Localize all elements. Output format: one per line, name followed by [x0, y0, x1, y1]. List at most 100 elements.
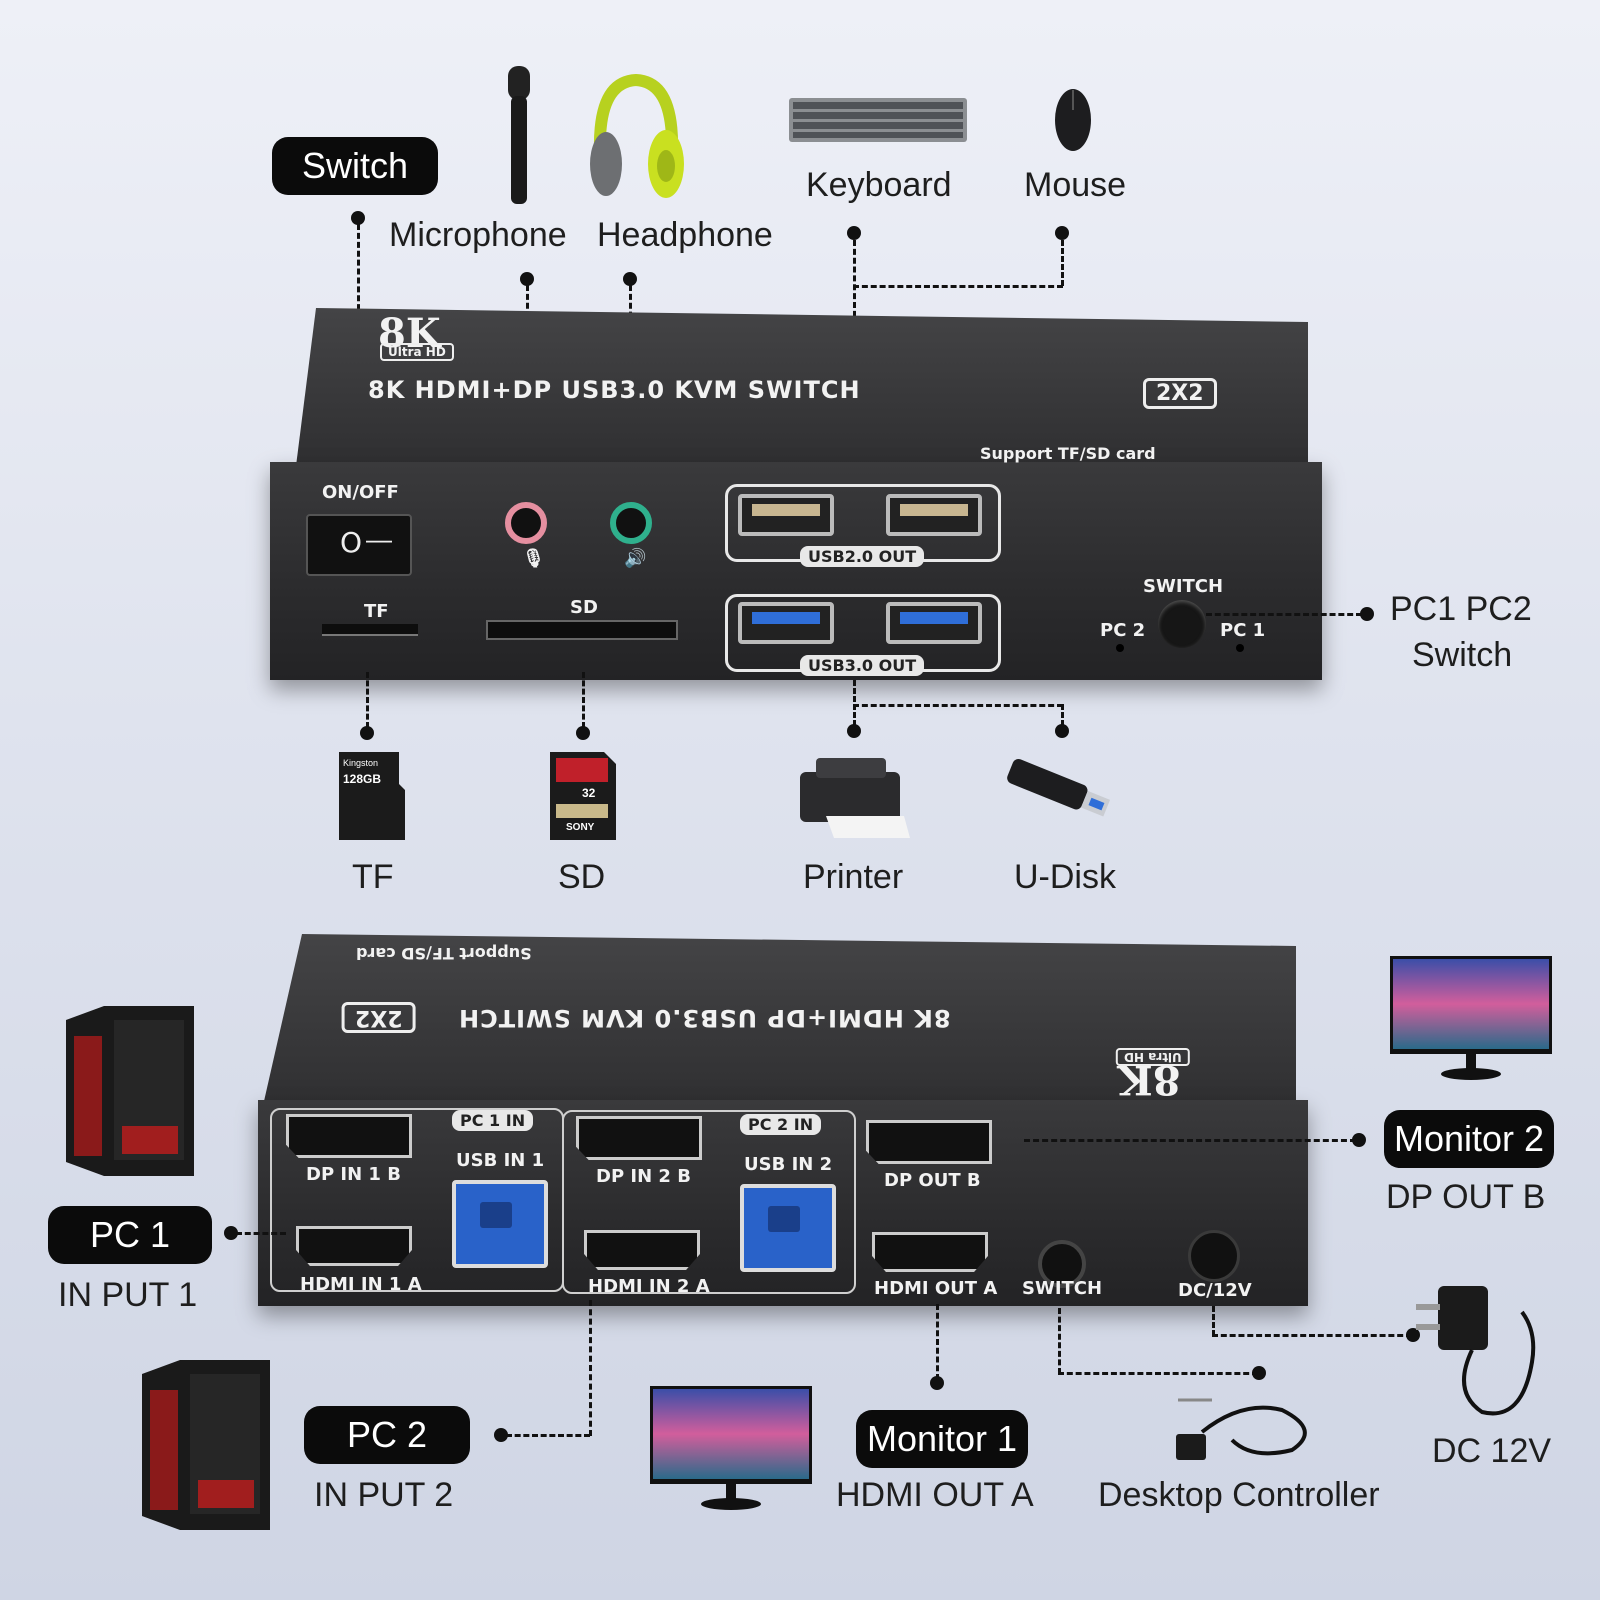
hdmi-in-2a-label: HDMI IN 2 A	[588, 1276, 710, 1297]
dc-line-h	[1212, 1334, 1412, 1337]
desktop-controller-icon	[1172, 1390, 1322, 1470]
microphone-jack[interactable]	[505, 502, 547, 544]
usb2-port-2[interactable]	[886, 494, 982, 536]
tf-dot	[360, 726, 374, 740]
tf-card-brand: Kingston	[343, 758, 379, 768]
mouse-line-down	[1061, 240, 1064, 286]
monitor-2-sub: DP OUT B	[1386, 1178, 1546, 1216]
bottom-device-title: 8K HDMI+DP USB3.0 KVM SWITCH	[458, 1004, 951, 1032]
desktop-controller-label: Desktop Controller	[1098, 1476, 1380, 1514]
usb3-out-label: USB3.0 OUT	[800, 655, 925, 676]
pc-2-pill: PC 2	[304, 1406, 470, 1464]
power-rocker-switch[interactable]: O —	[306, 514, 412, 576]
bottom-device-title-badge: 2X2	[342, 1002, 416, 1033]
printer-label: Printer	[803, 858, 904, 896]
dp-out-b-port[interactable]	[866, 1120, 992, 1164]
pc1-dot	[224, 1226, 238, 1240]
udisk-dot	[1055, 724, 1069, 738]
udisk-label: U-Disk	[1014, 858, 1116, 896]
keyboard-icon	[789, 98, 967, 142]
tf-card-capacity: 128GB	[343, 772, 382, 786]
pc1-led	[1236, 644, 1244, 652]
usb-in-2-port[interactable]	[740, 1184, 836, 1272]
top-pc1-label: PC 1	[1220, 620, 1266, 641]
pc-2-sub: IN PUT 2	[314, 1476, 454, 1514]
pc-switch-line	[1206, 613, 1362, 616]
pc2-port-group	[562, 1110, 856, 1294]
bottom-device-lid	[262, 934, 1296, 1110]
switch-connector-dot	[351, 211, 365, 225]
tf-line	[366, 672, 369, 728]
hdmi-in-1a-port[interactable]	[296, 1226, 412, 1266]
tf-card-icon: Kingston 128GB	[339, 752, 405, 840]
switch-jack-port[interactable]	[1038, 1240, 1086, 1288]
hdmi-out-a-port[interactable]	[872, 1232, 988, 1272]
pc1-in-label: PC 1 IN	[452, 1110, 534, 1131]
tf-label: TF	[352, 858, 394, 896]
headphone-jack[interactable]	[610, 502, 652, 544]
top-device-title-badge: 2X2	[1143, 378, 1217, 409]
sd-card-slot[interactable]	[486, 620, 678, 640]
switch-i-mark: —	[366, 524, 392, 554]
monitor-1-pill: Monitor 1	[856, 1410, 1028, 1468]
usb3-out-line	[853, 680, 856, 726]
controller-line-h	[1058, 1372, 1258, 1375]
sd-label: SD	[558, 858, 606, 896]
speaker-jack-icon: 🔊	[624, 548, 647, 569]
monitor1-dot	[930, 1376, 944, 1390]
sd-line	[582, 672, 585, 728]
sd-card-capacity: 32	[582, 786, 596, 800]
printer-dot	[847, 724, 861, 738]
top-switch-label: SWITCH	[1143, 576, 1224, 597]
monitor-2-icon	[1390, 956, 1552, 1086]
top-pc2-label: PC 2	[1100, 620, 1146, 641]
keyboard-label: Keyboard	[806, 166, 952, 204]
pc2-in-label: PC 2 IN	[740, 1114, 822, 1135]
bottom-support-text: Support TF/SD card	[356, 944, 532, 963]
top-device-lid	[296, 308, 1308, 466]
microphone-dot	[520, 272, 534, 286]
hdmi-in-2a-port[interactable]	[584, 1230, 700, 1270]
keyboard-dot	[847, 226, 861, 240]
switch-o-mark: O	[340, 526, 363, 559]
dc-dot	[1406, 1328, 1420, 1342]
top-device-title: 8K HDMI+DP USB3.0 KVM SWITCH	[368, 376, 861, 404]
power-adapter-icon	[1412, 1272, 1550, 1422]
dp-in-2b-port[interactable]	[576, 1116, 702, 1160]
printer-udisk-join	[853, 704, 1063, 707]
tf-card-slot[interactable]	[322, 624, 418, 636]
usb-in-1-label: USB IN 1	[456, 1150, 545, 1171]
monitor1-line	[936, 1304, 939, 1380]
microphone-icon	[506, 66, 532, 206]
udisk-icon	[1000, 756, 1118, 824]
usb3-port-2[interactable]	[886, 602, 982, 644]
pc-switch-dot	[1360, 607, 1374, 621]
pc2-dot	[494, 1428, 508, 1442]
sd-dot	[576, 726, 590, 740]
monitor2-line	[1024, 1139, 1356, 1142]
usb3-port-1[interactable]	[738, 602, 834, 644]
sd-slot-label: SD	[570, 597, 598, 618]
controller-line-v	[1058, 1308, 1061, 1374]
dp-in-2b-label: DP IN 2 B	[596, 1166, 691, 1187]
pc-switch-button[interactable]	[1158, 600, 1206, 648]
dc-power-port[interactable]	[1188, 1230, 1240, 1282]
dp-in-1b-label: DP IN 1 B	[306, 1164, 401, 1185]
monitor-2-pill: Monitor 2	[1384, 1110, 1554, 1168]
dc-12v-port-label: DC/12V	[1178, 1280, 1252, 1301]
top-logo-sub: Ultra HD	[380, 343, 454, 361]
dc-line-v	[1212, 1306, 1215, 1336]
pc2-led	[1116, 644, 1124, 652]
dp-out-b-label: DP OUT B	[884, 1170, 981, 1191]
dp-in-1b-port[interactable]	[286, 1114, 412, 1158]
switch-jack-label: SWITCH	[1022, 1278, 1103, 1299]
usb-in-1-port[interactable]	[452, 1180, 548, 1268]
pc2-line-v	[589, 1300, 592, 1436]
headphone-label: Headphone	[597, 216, 773, 254]
usb2-port-1[interactable]	[738, 494, 834, 536]
pc2-line-h	[506, 1434, 590, 1437]
hdmi-out-a-label: HDMI OUT A	[874, 1278, 998, 1299]
dc-12v-label: DC 12V	[1432, 1432, 1552, 1470]
printer-icon	[796, 752, 912, 842]
microphone-label: Microphone	[389, 216, 567, 254]
